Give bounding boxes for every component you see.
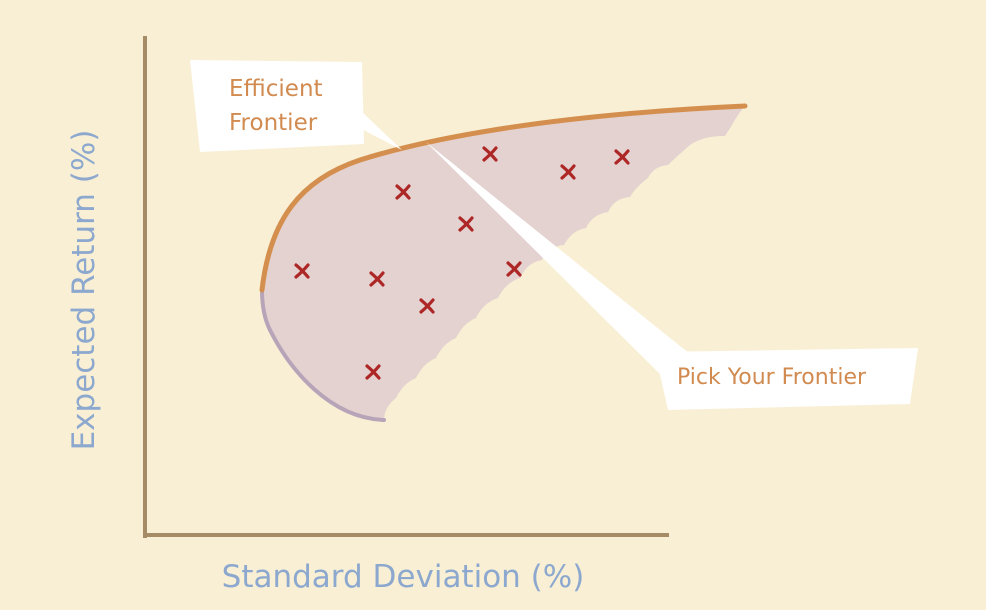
portfolio-marker	[369, 271, 385, 287]
efficient-frontier-label-line1: Efficient	[229, 76, 323, 102]
efficient-frontier-label-line2: Frontier	[229, 110, 318, 136]
portfolio-marker	[395, 184, 411, 200]
y-axis-label: Expected Return (%)	[66, 130, 102, 451]
portfolio-marker	[614, 149, 630, 165]
efficient-frontier-callout-box	[190, 60, 364, 152]
feasible-region	[262, 106, 745, 420]
portfolio-marker	[294, 263, 310, 279]
portfolio-marker	[506, 261, 522, 277]
x-axis-label: Standard Deviation (%)	[222, 559, 585, 595]
portfolio-marker	[560, 164, 576, 180]
portfolio-marker	[365, 364, 381, 380]
portfolio-marker	[482, 146, 498, 162]
efficient-frontier-line	[259, 103, 748, 293]
portfolio-marker	[419, 298, 435, 314]
efficient-frontier-callout: Efficient Frontier	[190, 60, 402, 152]
pick-your-frontier-callout: Pick Your Frontier	[426, 142, 918, 410]
pick-your-frontier-callout-box	[655, 348, 918, 410]
pick-your-frontier-label: Pick Your Frontier	[677, 365, 867, 390]
lower-frontier-line	[260, 288, 386, 422]
portfolio-markers	[294, 146, 630, 380]
portfolio-marker	[458, 216, 474, 232]
pick-your-frontier-callout-pointer	[426, 142, 690, 374]
